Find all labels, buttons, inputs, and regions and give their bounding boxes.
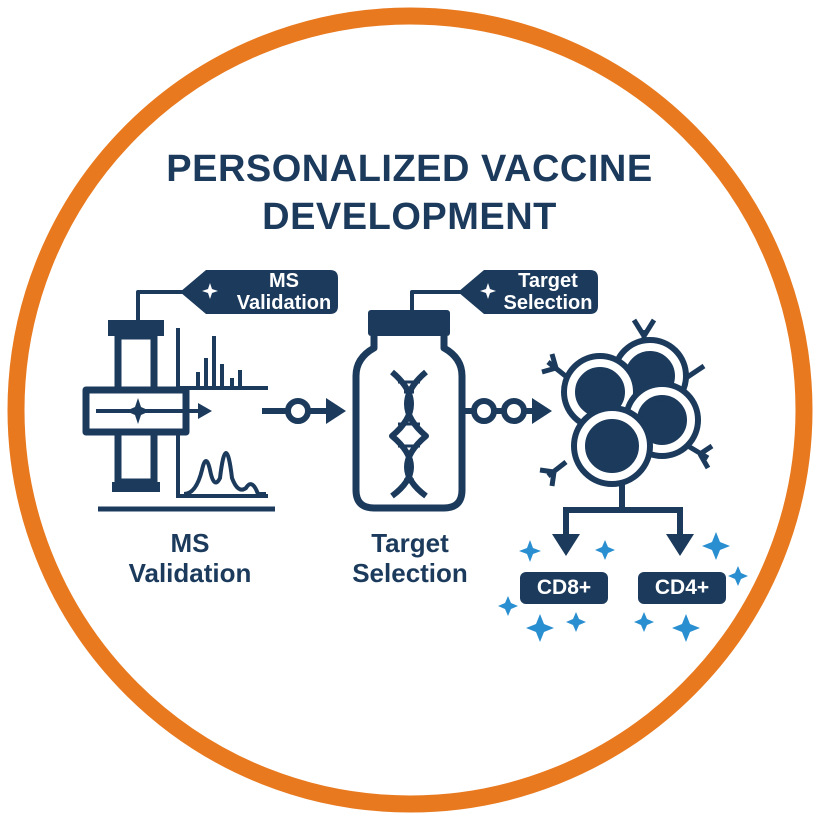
- caption-line-1: MS: [170, 528, 210, 558]
- tag-label-ms-validation: MS Validation: [232, 270, 336, 314]
- sparkle-icon: [728, 566, 748, 586]
- tag-label-line-1: Target: [518, 270, 578, 292]
- caption-line-2: Validation: [128, 558, 252, 588]
- sparkle-icon: [202, 283, 218, 299]
- cd8-badge-box: [520, 572, 608, 604]
- sparkle-icon: [480, 283, 496, 299]
- dna-vial-icon: [352, 290, 482, 512]
- mass-spectrum-top-chart: [176, 328, 268, 390]
- t-cell-cluster-icon: [539, 318, 714, 556]
- sparkle-icon: [498, 596, 518, 616]
- sparkle-icon: [519, 540, 541, 562]
- tag-label-line-2: Selection: [503, 292, 593, 314]
- mass-spectrometer-icon: [82, 290, 275, 512]
- cd4-badge-box: [638, 572, 726, 604]
- step-caption-ms-validation: MS Validation: [100, 528, 280, 588]
- tag-label-line-1: MS: [269, 270, 299, 292]
- sparkle-icon: [672, 614, 700, 642]
- mass-spectrum-bottom-chart: [176, 432, 268, 498]
- sparkle-stars: [498, 532, 748, 642]
- orange-ring-border: [7, 7, 813, 813]
- sparkle-icon: [702, 532, 730, 560]
- sparkle-icon: [526, 614, 554, 642]
- sparkle-icon: [634, 612, 654, 632]
- flow-arrow-1: [262, 398, 346, 424]
- flow-arrow-2: [464, 398, 552, 424]
- diagram-title-line-1: PERSONALIZED VACCINE: [166, 148, 653, 190]
- caption-line-2: Selection: [352, 558, 468, 588]
- sparkle-icon: [595, 540, 615, 560]
- tag-shape-ms-validation: [180, 270, 338, 314]
- sparkle-icon: [566, 612, 586, 632]
- cd4-badge-label: CD4+: [654, 576, 710, 599]
- tag-label-line-2: Validation: [236, 292, 332, 314]
- cd8-badge-label: CD8+: [536, 576, 592, 599]
- step-caption-target-selection: Target Selection: [320, 528, 500, 588]
- tag-shape-target-selection: [458, 270, 598, 314]
- tag-label-target-selection: Target Selection: [500, 270, 596, 314]
- caption-line-1: Target: [371, 528, 449, 558]
- diagram-title-line-2: DEVELOPMENT: [262, 196, 557, 238]
